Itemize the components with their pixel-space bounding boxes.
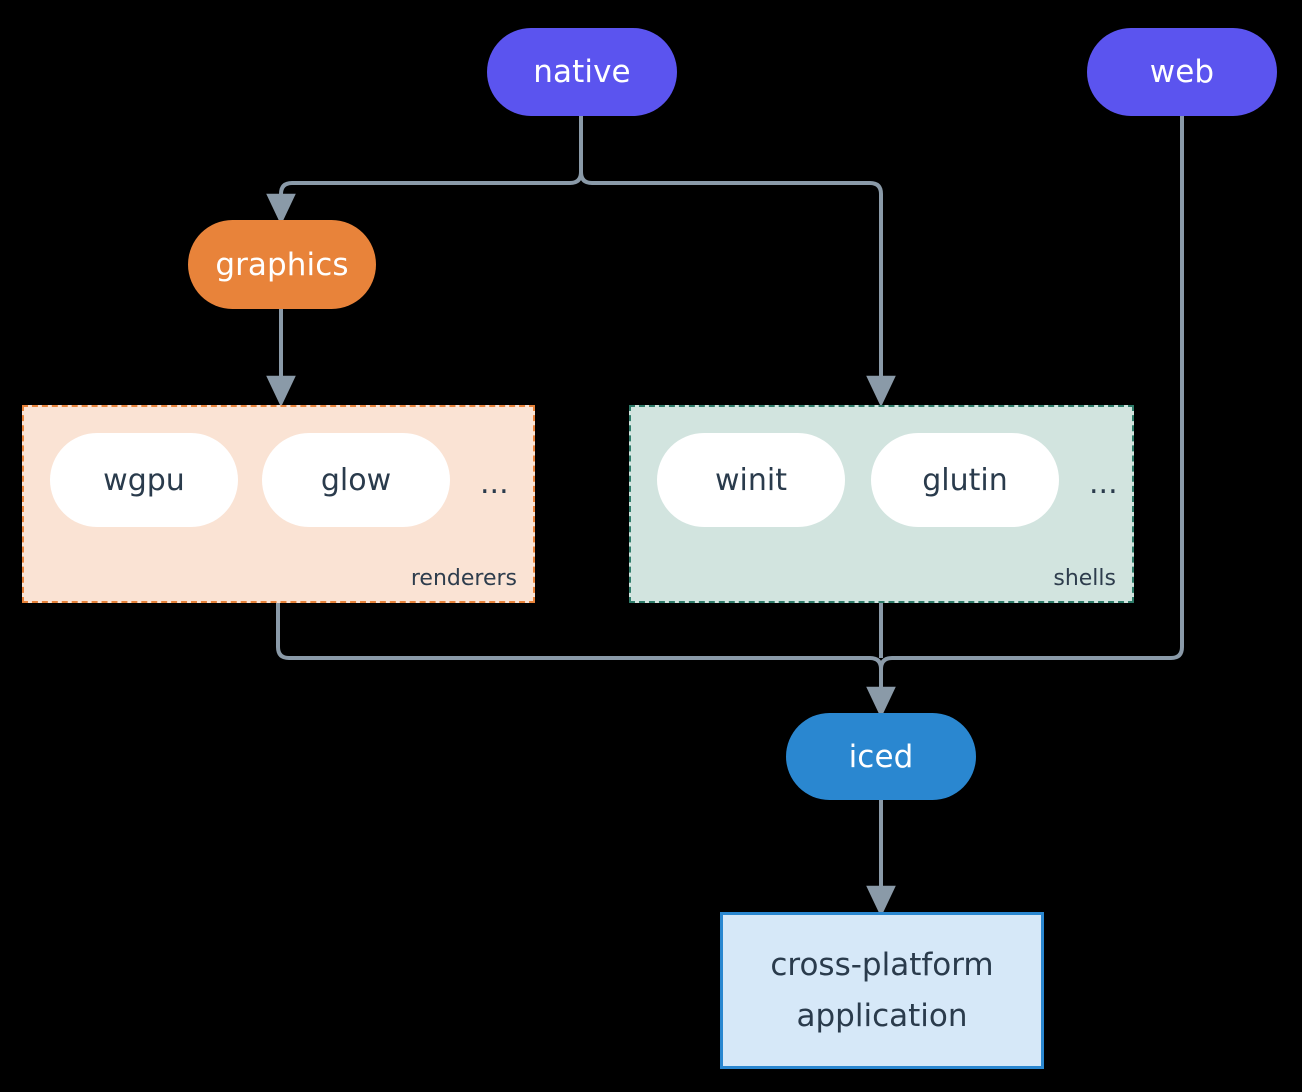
shell-item-winit[interactable]: winit: [657, 433, 845, 527]
renderers-overflow-ellipsis: ...: [480, 466, 509, 501]
group-shells[interactable]: winit glutin ... shells: [629, 405, 1134, 603]
node-graphics-label: graphics: [215, 246, 349, 283]
edge-native-to-shells: [579, 171, 896, 407]
node-iced[interactable]: iced: [786, 713, 976, 800]
shell-item-winit-label: winit: [715, 462, 787, 498]
node-web-label: web: [1149, 54, 1215, 90]
node-iced-label: iced: [848, 738, 914, 775]
edge-native-to-graphics: [266, 171, 583, 225]
renderer-item-glow[interactable]: glow: [262, 433, 450, 527]
group-shells-label: shells: [1053, 566, 1116, 591]
renderer-item-wgpu[interactable]: wgpu: [50, 433, 238, 527]
edge-merge-into-iced: [866, 656, 896, 718]
edge-merge-right-curve: [879, 656, 893, 670]
group-renderers[interactable]: wgpu glow ... renderers: [22, 405, 535, 603]
node-graphics[interactable]: graphics: [188, 220, 376, 309]
node-native-label: native: [533, 54, 631, 90]
node-web[interactable]: web: [1087, 28, 1277, 116]
shell-item-glutin-label: glutin: [922, 462, 1008, 498]
edge-renderers-to-iced: [276, 603, 870, 660]
renderer-item-glow-label: glow: [320, 462, 392, 498]
application-label-line2: application: [796, 997, 968, 1034]
shell-item-glutin[interactable]: glutin: [871, 433, 1059, 527]
node-cross-platform-application[interactable]: cross-platform application: [720, 912, 1044, 1069]
node-native[interactable]: native: [487, 28, 677, 116]
application-label-line1: cross-platform: [770, 947, 994, 984]
renderer-item-wgpu-label: wgpu: [103, 462, 185, 498]
shells-overflow-ellipsis: ...: [1089, 466, 1118, 501]
group-renderers-label: renderers: [410, 566, 517, 591]
